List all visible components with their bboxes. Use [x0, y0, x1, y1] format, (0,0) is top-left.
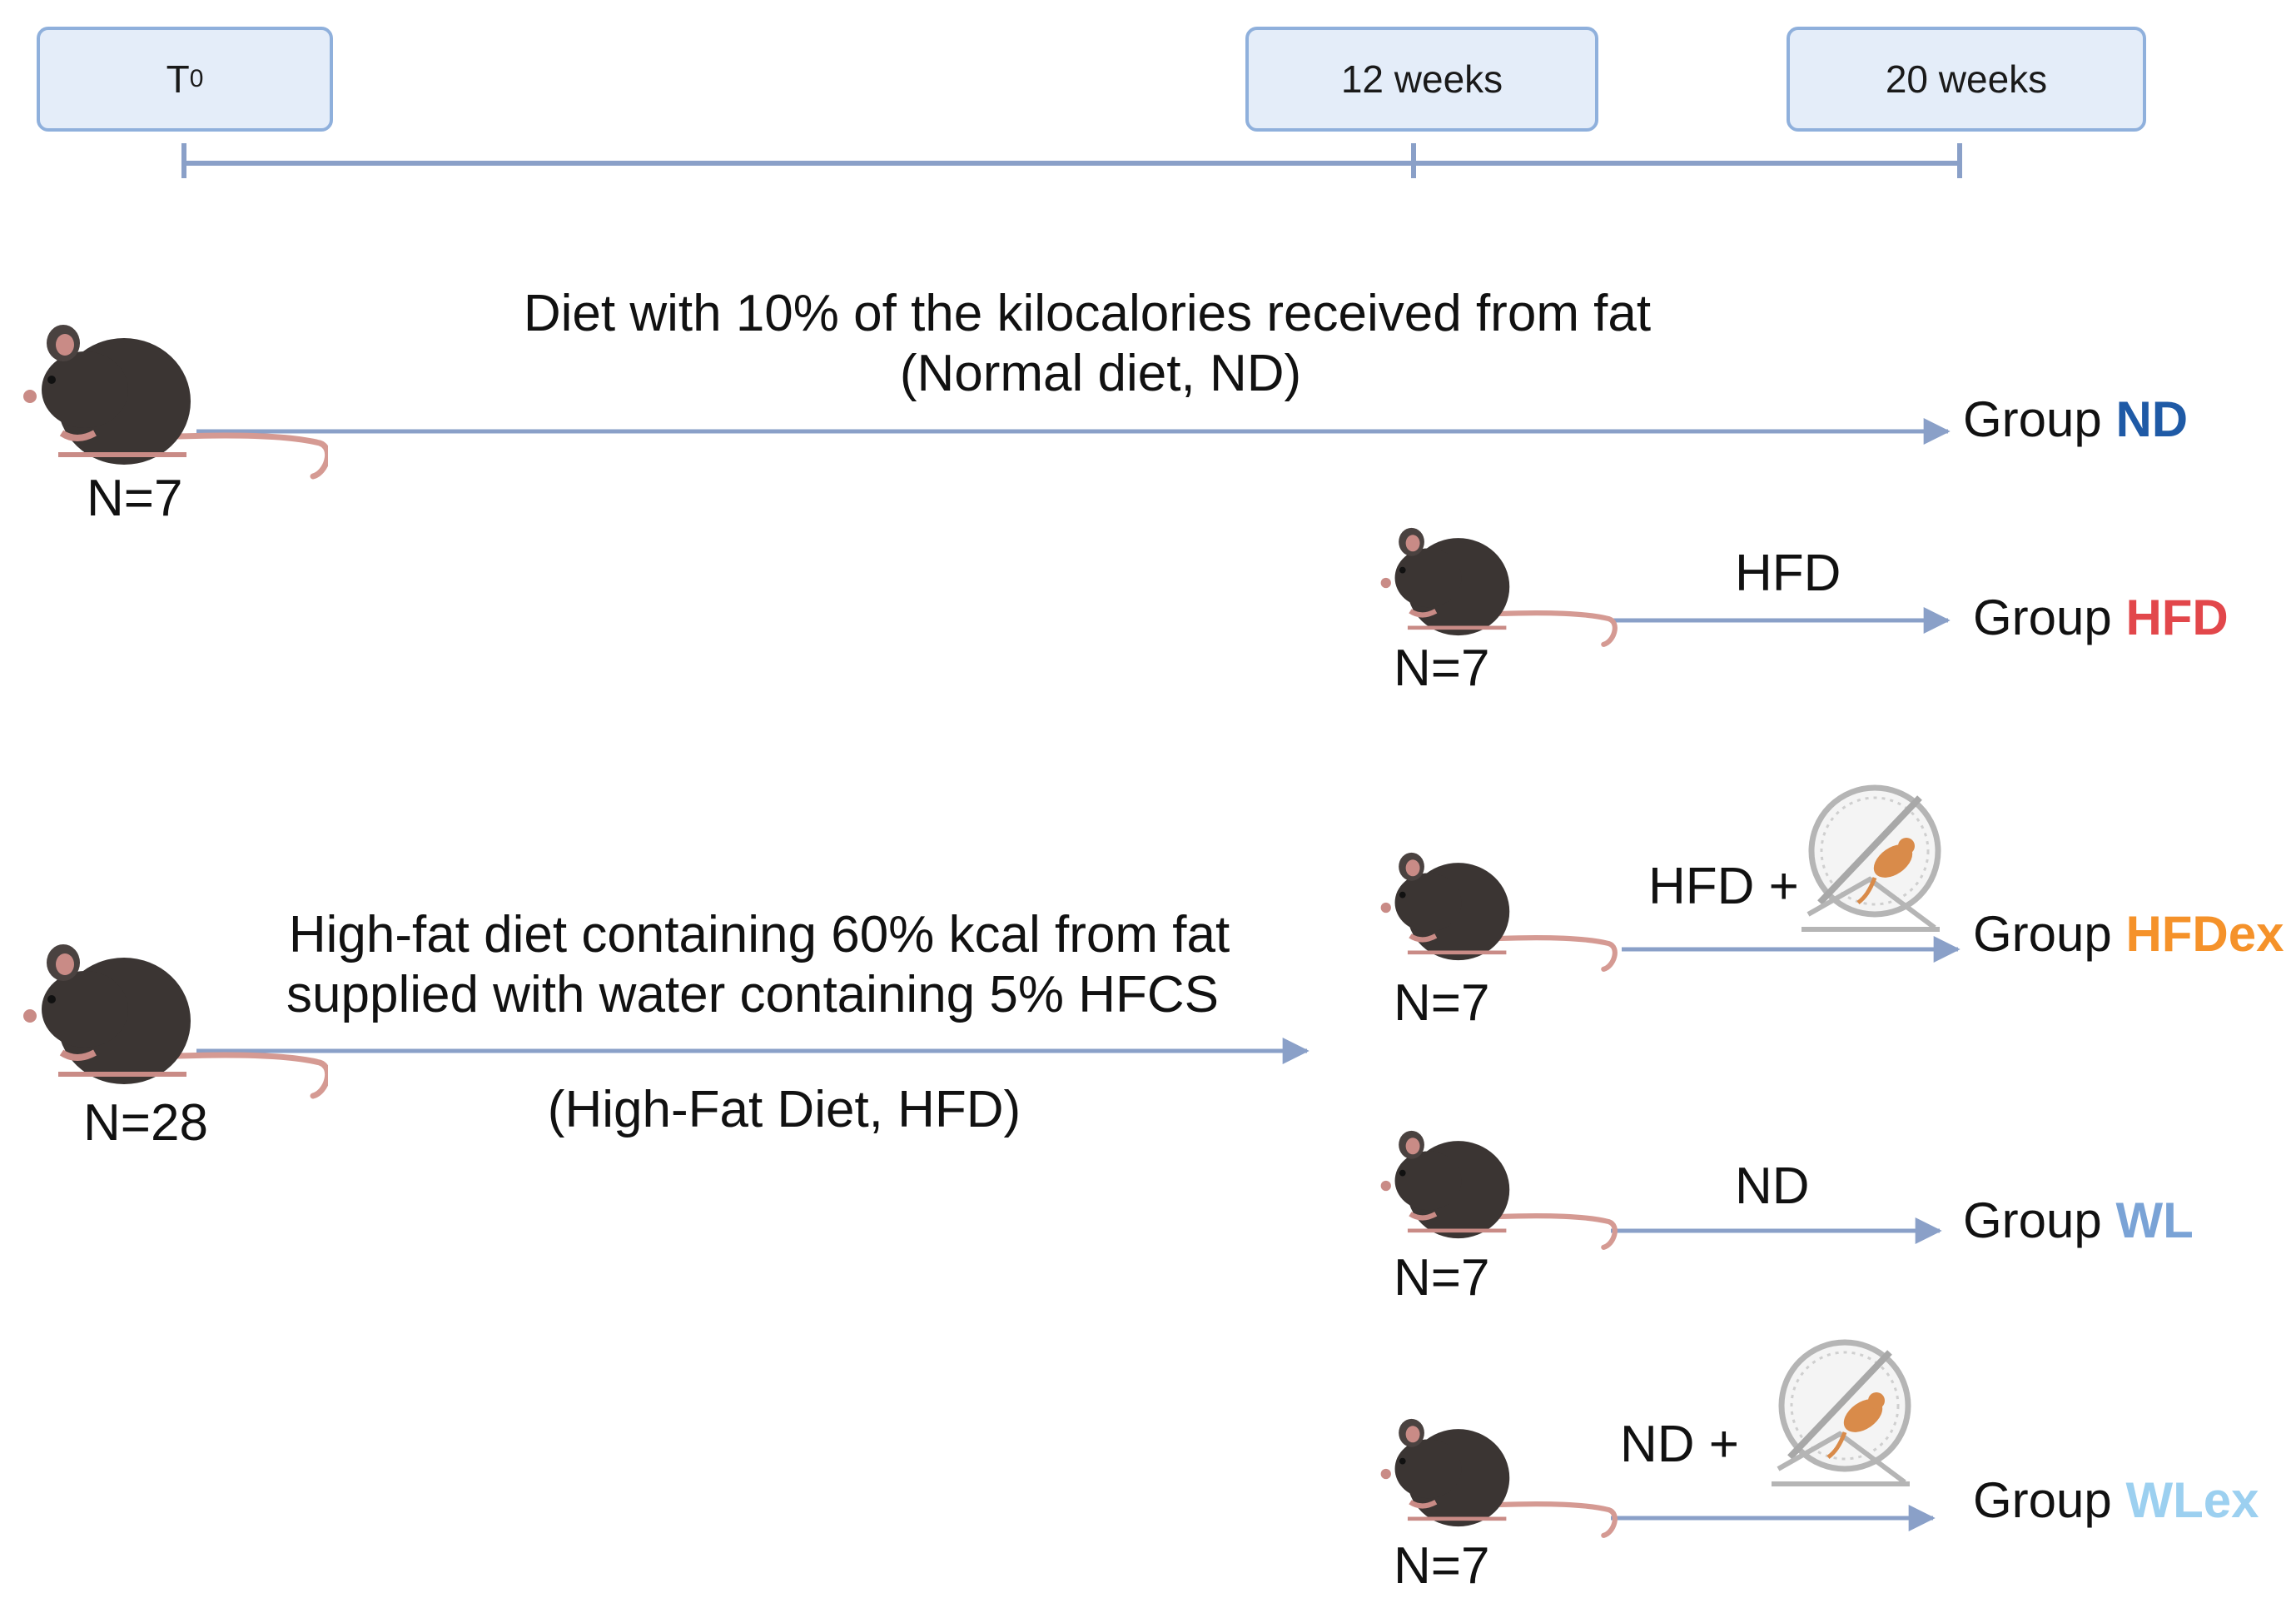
group-count-wl: N=7 — [1394, 1249, 1490, 1307]
group-count-wlex: N=7 — [1394, 1537, 1490, 1595]
group-label-wl: Group WL — [1963, 1196, 2194, 1246]
hfd-count: N=28 — [83, 1094, 208, 1152]
group-treatment-hfdex: HFD + — [1648, 858, 1799, 915]
timeline-label-t0-subscript: 0 — [189, 65, 204, 92]
group-label-wlex: Group WLex — [1973, 1476, 2259, 1526]
mouse-icon — [23, 944, 328, 1099]
group-treatment-wlex: ND + — [1620, 1416, 1739, 1473]
group-treatment-wl: ND — [1735, 1157, 1810, 1215]
timeline-box-12-weeks: 12 weeks — [1245, 27, 1598, 132]
nd-description-line2: (Normal diet, ND) — [899, 345, 1302, 402]
group-label-hfd-name: HFD — [2125, 590, 2229, 645]
nd-count: N=7 — [87, 470, 183, 527]
group-label-wlex-name: WLex — [2125, 1472, 2259, 1528]
timeline-label-12-weeks: 12 weeks — [1340, 57, 1503, 101]
group-treatment-hfd: HFD — [1735, 545, 1841, 602]
group-label-wl-prefix: Group — [1963, 1192, 2116, 1248]
group-count-hfd: N=7 — [1394, 640, 1490, 697]
group-count-hfdex: N=7 — [1394, 974, 1490, 1032]
nd-description-line1: Diet with 10% of the kilocalories receiv… — [523, 285, 1652, 342]
group-label-hfdex-prefix: Group — [1973, 906, 2126, 962]
group-label-nd: Group ND — [1963, 395, 2188, 445]
group-label-nd-name: ND — [2115, 391, 2189, 447]
hfd-description-line1: High-fat diet containing 60% kcal from f… — [288, 906, 1230, 963]
mouse-icon — [1380, 852, 1618, 972]
mouse-icon — [23, 325, 328, 480]
timeline-box-20-weeks: 20 weeks — [1787, 27, 2146, 132]
hfd-description-line2: supplied with water containing 5% HFCS — [286, 966, 1219, 1023]
mouse-icon — [1380, 1130, 1618, 1250]
mouse-icon — [1380, 527, 1618, 647]
group-label-hfd: Group HFD — [1973, 593, 2229, 643]
group-label-wl-name: WL — [2115, 1192, 2194, 1248]
timeline-label-20-weeks: 20 weeks — [1885, 57, 2048, 101]
mouse-icon — [1380, 1418, 1618, 1538]
timeline-label-t0: T — [166, 57, 190, 101]
group-label-hfdex: Group HFDex — [1973, 909, 2284, 959]
exercise-wheel-icon — [1772, 1339, 1911, 1486]
group-label-nd-prefix: Group — [1963, 391, 2116, 447]
timeline-axis — [181, 143, 1962, 178]
group-label-hfd-prefix: Group — [1973, 590, 2126, 645]
group-label-wlex-prefix: Group — [1973, 1472, 2126, 1528]
group-label-hfdex-name: HFDex — [2125, 906, 2284, 962]
hfd-description-line3: (High-Fat Diet, HFD) — [547, 1081, 1021, 1138]
exercise-wheel-icon — [1802, 784, 1941, 932]
